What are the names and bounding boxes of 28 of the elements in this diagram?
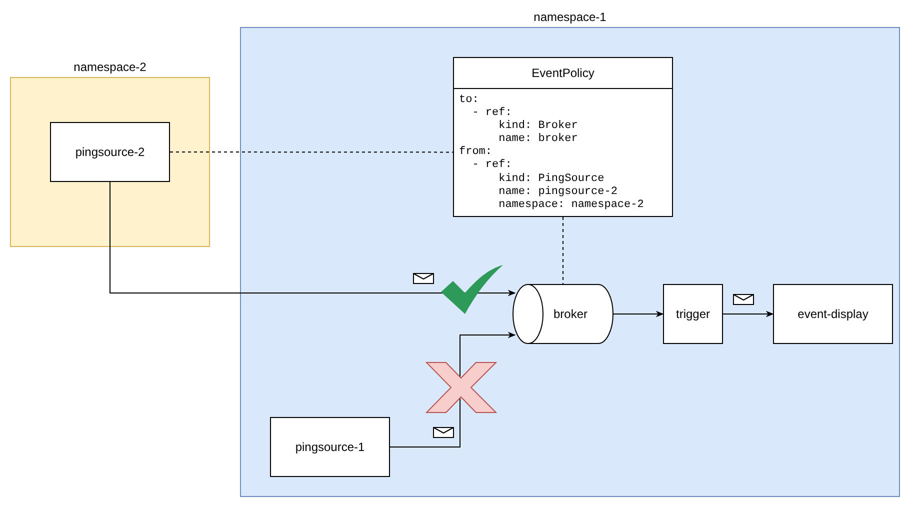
connector-line [562,216,564,284]
code-line: kind: PingSource [498,172,606,186]
code-line: - ref: [471,159,513,173]
node-label: trigger [676,307,710,321]
node-label: pingsource-2 [75,145,145,159]
code-line: kind: Broker [498,120,579,133]
component-box [270,417,390,477]
namespace-title: namespace-2 [72,59,148,76]
node-label: broker [553,307,588,321]
policy-box [453,57,673,217]
arrow [110,182,516,296]
arrow [612,310,664,318]
code-line: namespace: namespace-2 [498,198,645,212]
component-box [773,284,893,344]
component-box [663,284,723,344]
arrow [722,310,774,318]
code-line: name: broker [498,133,579,146]
code-line: to: [459,94,480,108]
node-label: pingsource-1 [295,440,365,454]
code-line: from: [459,146,494,159]
code-line: name: pingsource-2 [498,186,618,199]
connector-line [170,152,454,153]
arrow [390,332,516,448]
policy-title: EventPolicy [454,58,672,89]
component-box [50,122,170,182]
node-label: event-display [798,307,868,321]
namespace-title: namespace-1 [532,9,608,26]
code-line: - ref: [471,107,513,120]
